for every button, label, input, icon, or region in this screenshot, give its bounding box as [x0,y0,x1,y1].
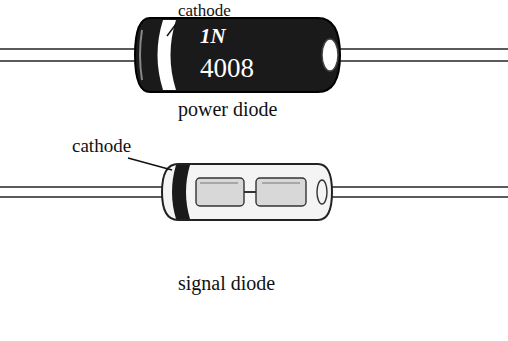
inner-slug [256,178,306,206]
part-number: 4008 [200,54,254,84]
cathode-band [158,20,177,90]
signal-diode [0,158,508,220]
part-marking: 1N [200,25,226,48]
leader-line [128,158,172,170]
caption-label: signal diode [178,272,275,294]
body-shine [140,30,142,80]
lead-wire [0,49,148,61]
end-seal [317,180,327,204]
callout-label: cathode [72,136,131,157]
glass-body [162,164,332,220]
leader-line [167,24,176,36]
junction-wire [244,191,256,193]
inner-slug [196,178,244,206]
lead-wire [325,49,508,61]
glass-shine [200,182,300,183]
cathode-band [172,165,190,219]
end-cap [322,39,338,71]
diode-body [135,18,340,92]
callout-label: cathode [178,2,231,21]
power-diode [0,18,508,92]
lead-wire [0,187,168,197]
caption-label: power diode [178,98,277,120]
lead-wire [322,187,508,197]
